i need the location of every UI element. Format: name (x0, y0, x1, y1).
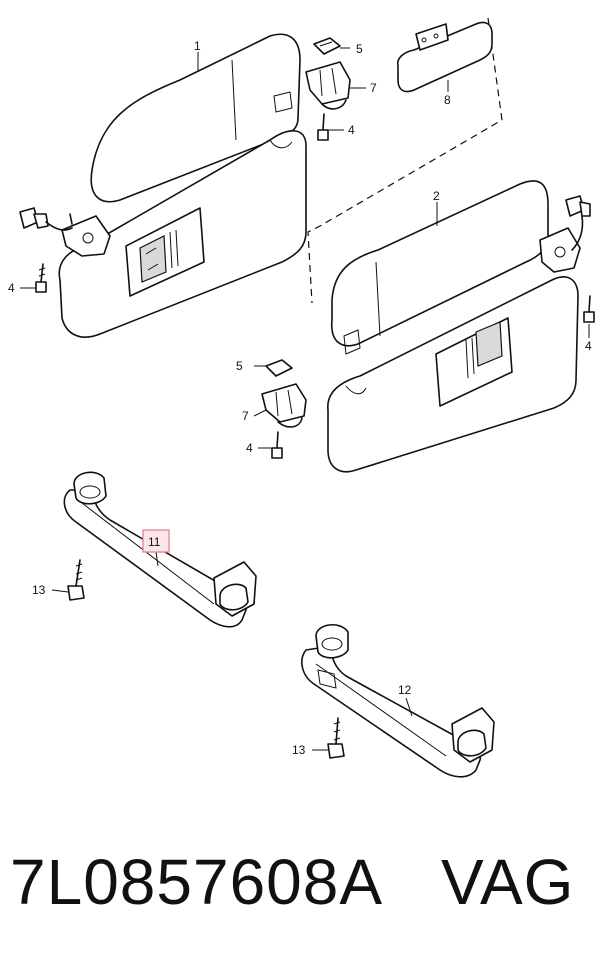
parts-diagram: 1 2 4 4 4 4 5 5 7 7 8 11 12 13 13 (8, 17, 595, 778)
screw-13-left (67, 559, 85, 601)
callout-7-top: 7 (370, 81, 377, 95)
sun-visor-right (327, 180, 591, 473)
clip-5-top (313, 37, 341, 55)
callout-8: 8 (444, 93, 451, 107)
callout-5-mid: 5 (236, 359, 243, 373)
callout-4-top: 4 (348, 123, 355, 137)
callout-13-right: 13 (292, 743, 306, 757)
grab-handle-11 (63, 471, 257, 628)
leader-lines (20, 47, 590, 751)
part-number-text: 7L0857608A (10, 846, 384, 918)
highlight-box-11 (142, 529, 170, 553)
callouts: 1 2 4 4 4 4 5 5 7 7 8 11 12 13 13 (8, 39, 592, 757)
rear-view-mirror-8 (396, 21, 493, 93)
screw-13-right (327, 717, 345, 759)
callout-12: 12 (398, 683, 412, 697)
callout-4-left: 4 (8, 281, 15, 295)
screw-4-left (35, 263, 47, 293)
sun-visor-left (19, 33, 307, 338)
callout-4-mid: 4 (246, 441, 253, 455)
callout-11: 11 (148, 535, 161, 549)
callout-4-right: 4 (585, 339, 592, 353)
clip-7-mid (261, 383, 307, 428)
grab-handle-12 (301, 624, 495, 778)
callout-2: 2 (433, 189, 440, 203)
clip-5-mid (265, 359, 293, 377)
part-caption: 7L0857608A VAG (10, 845, 590, 919)
screw-4-mid (271, 431, 283, 459)
clip-7-top (305, 61, 351, 110)
screw-4-right (583, 295, 595, 323)
brand-text: VAG (441, 846, 575, 918)
screw-4-top (317, 113, 329, 141)
callout-13-left: 13 (32, 583, 46, 597)
callout-7-mid: 7 (242, 409, 249, 423)
callout-1: 1 (194, 39, 201, 53)
dashed-group-outline (307, 17, 503, 304)
callout-5-top: 5 (356, 42, 363, 56)
